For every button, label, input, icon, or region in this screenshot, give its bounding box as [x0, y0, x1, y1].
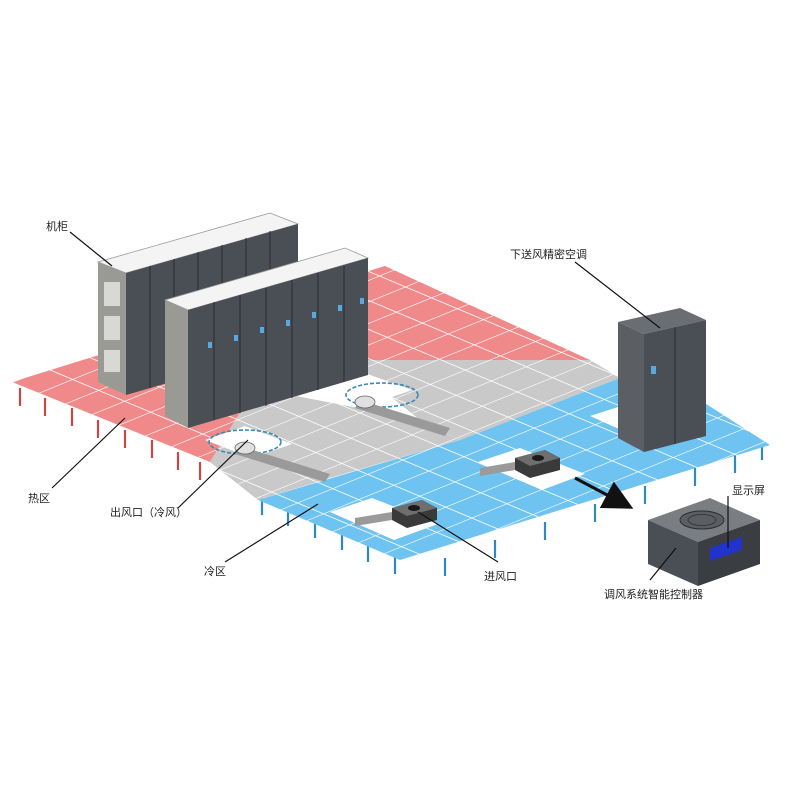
- label-ac-unit: 下送风精密空调: [510, 247, 587, 261]
- label-display: 显示屏: [732, 484, 765, 497]
- airflow-arrow-icon: [574, 476, 634, 509]
- label-cold-outlet: 出风口（冷风）: [110, 505, 187, 519]
- leader-lines: [51, 231, 729, 581]
- label-cabinet: 机柜: [46, 219, 68, 233]
- precision-ac-unit: [618, 308, 706, 452]
- outlet-duct-2: [208, 429, 330, 482]
- label-cold-zone: 冷区: [204, 565, 226, 578]
- fan-grille-icon: [679, 510, 725, 530]
- smart-controller: [648, 498, 760, 586]
- label-controller: 调风系统智能控制器: [604, 587, 703, 601]
- cabinet-row-front: [163, 247, 370, 428]
- label-air-inlet: 进风口: [484, 570, 517, 583]
- inlet-fan-box-1: [480, 450, 560, 478]
- floor-legs-hot: [18, 388, 202, 480]
- cabinet-status-lights: [208, 298, 364, 348]
- display-screen-icon: [710, 537, 742, 561]
- inlet-fan-box-2: [355, 500, 437, 528]
- label-hot-zone: 热区: [28, 492, 50, 505]
- aisle-floor-right: [345, 360, 620, 440]
- outlet-duct-1: [345, 382, 450, 436]
